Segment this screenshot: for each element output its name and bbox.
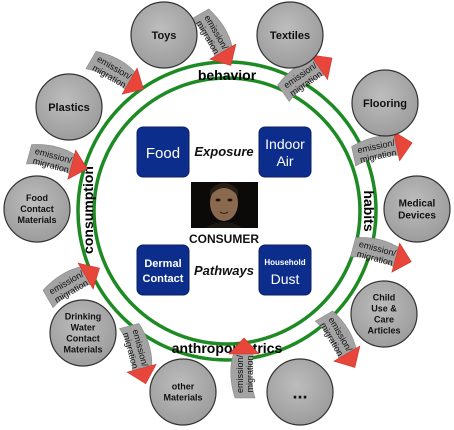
source-node-circle [266, 358, 334, 426]
household-dust-box-label-line2: Dust [271, 271, 300, 287]
arrow-head [67, 149, 88, 180]
source-node-label: ... [292, 382, 307, 402]
ring-label-anthropometrics: anthropometrics [172, 340, 283, 356]
indoor-air-box-label-line1: Indoor [265, 136, 305, 152]
arrow-head [392, 130, 413, 162]
source-node-label: Contact [66, 334, 100, 344]
source-node-label: Contact [20, 204, 54, 214]
source-node-label: Food [26, 193, 48, 203]
dermal-contact-box: Dermal Contact [136, 244, 190, 296]
emission-migration-arrow: emission/migration [228, 337, 260, 399]
source-node-circle [130, 1, 198, 69]
indoor-air-box: Indoor Air [258, 126, 312, 178]
dermal-contact-box-label-line1: Dermal [144, 258, 181, 270]
source-node-label: Use & [371, 304, 397, 314]
emission-migration-arrow: emission/migration [85, 51, 144, 95]
arrow-head [309, 54, 333, 81]
arrow-head [126, 363, 157, 385]
ring-label-habits: habits [361, 190, 377, 231]
source-node-label: Textiles [270, 30, 310, 42]
source-node-circle [149, 358, 217, 426]
consumer-portrait [191, 182, 258, 228]
arrow-head [228, 337, 260, 355]
consumer-label: CONSUMER [189, 232, 259, 246]
source-node-circle [35, 73, 103, 141]
household-dust-box-label-line1: Household [264, 258, 305, 267]
exposure-label: Exposure [194, 144, 253, 159]
source-node-circle [350, 280, 418, 348]
source-node-label: Child [373, 293, 396, 303]
source-node-label: Devices [398, 211, 436, 222]
arrow-head [77, 262, 100, 290]
source-node-circle [49, 299, 117, 367]
source-node-label: Materials [17, 215, 56, 225]
source-node-plastics: Plastics [35, 73, 103, 141]
food-box: Food [136, 126, 190, 178]
arrow-head [391, 242, 412, 273]
source-node-label: Materials [163, 393, 202, 403]
source-node-label: Toys [152, 30, 177, 42]
ring-label-behavior: behavior [198, 67, 257, 83]
source-node-label: Drinking [65, 312, 102, 322]
source-node-label: Materials [63, 345, 102, 355]
arrow-head [209, 43, 237, 66]
source-node-flooring: Flooring [351, 69, 419, 137]
source-node-circle [383, 175, 451, 243]
inner-ring [92, 76, 362, 346]
source-node-label: other [172, 382, 195, 392]
source-node-label: Flooring [363, 98, 407, 110]
source-node-circle [256, 1, 324, 69]
food-box-label: Food [146, 145, 180, 162]
source-node-toys: Toys [130, 1, 198, 69]
source-node-circle [3, 175, 71, 243]
source-node-label: Care [374, 315, 394, 325]
emission-migration-arrow: emission/migration [190, 8, 237, 66]
household-dust-box: Household Dust [258, 244, 312, 296]
source-node-circle [351, 69, 419, 137]
ring-label-consumption: consumption [80, 166, 96, 254]
source-node-more: ... [266, 358, 334, 426]
source-node-textiles: Textiles [256, 1, 324, 69]
arrow-label: migration [245, 355, 255, 392]
pathways-label: Pathways [194, 263, 254, 278]
arrow-head [333, 345, 361, 368]
arrow-head [121, 67, 144, 95]
dermal-contact-box-label-line2: Contact [143, 273, 184, 285]
indoor-air-box-label-line2: Air [276, 153, 293, 169]
source-node-label: Plastics [48, 102, 90, 114]
arrow-label: emission/ [235, 354, 245, 393]
source-node-label: Articles [367, 326, 400, 336]
source-node-label: Water [71, 323, 96, 333]
source-node-label: Medical [399, 199, 436, 210]
